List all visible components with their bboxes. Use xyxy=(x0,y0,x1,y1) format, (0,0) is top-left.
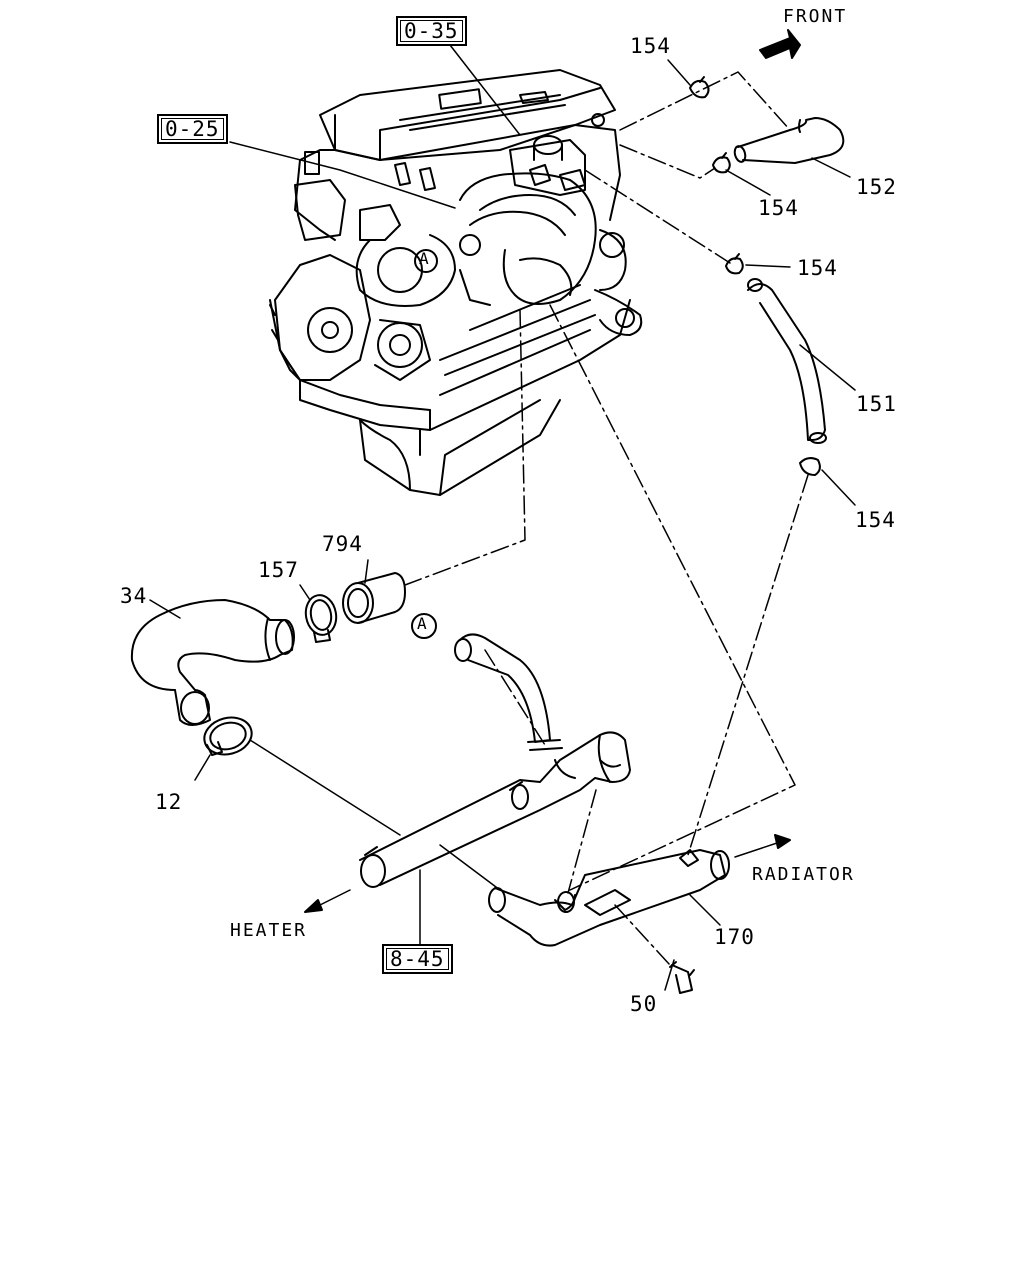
part-number-794: 794 xyxy=(322,532,363,556)
water-pipe-170 xyxy=(488,849,730,947)
marker-a-engine: A xyxy=(419,249,429,268)
heater-label: HEATER xyxy=(230,920,308,941)
ref-box-0-35: 0-35 xyxy=(396,16,467,46)
part-number-170: 170 xyxy=(714,925,755,949)
hose-a xyxy=(454,633,563,751)
marker-circle-pipe xyxy=(411,613,437,639)
engine-assembly xyxy=(269,69,643,496)
dash-dot-lines xyxy=(404,71,809,966)
sleeve-794 xyxy=(342,572,406,624)
hose-151 xyxy=(747,278,827,444)
direction-arrows xyxy=(304,29,801,913)
part-number-151: 151 xyxy=(856,392,897,416)
part-number-34: 34 xyxy=(120,584,148,608)
clamp-12 xyxy=(203,716,253,756)
radiator-label: RADIATOR xyxy=(752,864,855,885)
part-number-154-mid: 154 xyxy=(758,196,799,220)
part-number-12: 12 xyxy=(155,790,183,814)
front-label: FRONT xyxy=(783,6,848,27)
clamp-157 xyxy=(304,594,338,643)
part-number-157: 157 xyxy=(258,558,299,582)
part-number-50: 50 xyxy=(630,992,658,1016)
ref-box-8-45: 8-45 xyxy=(382,944,453,974)
part-number-154-top: 154 xyxy=(630,34,671,58)
clamps-154 xyxy=(689,76,821,476)
hose-152 xyxy=(733,117,845,164)
part-number-154-right: 154 xyxy=(797,256,838,280)
part-number-154-lower: 154 xyxy=(855,508,896,532)
marker-a-pipe: A xyxy=(417,614,427,633)
leader-lines xyxy=(149,44,856,991)
ref-box-0-25: 0-25 xyxy=(157,114,228,144)
hose-34 xyxy=(130,599,295,726)
bolt-50 xyxy=(669,961,695,994)
heater-pipe xyxy=(359,731,631,888)
part-number-152: 152 xyxy=(856,175,897,199)
marker-circle-engine xyxy=(414,249,438,273)
